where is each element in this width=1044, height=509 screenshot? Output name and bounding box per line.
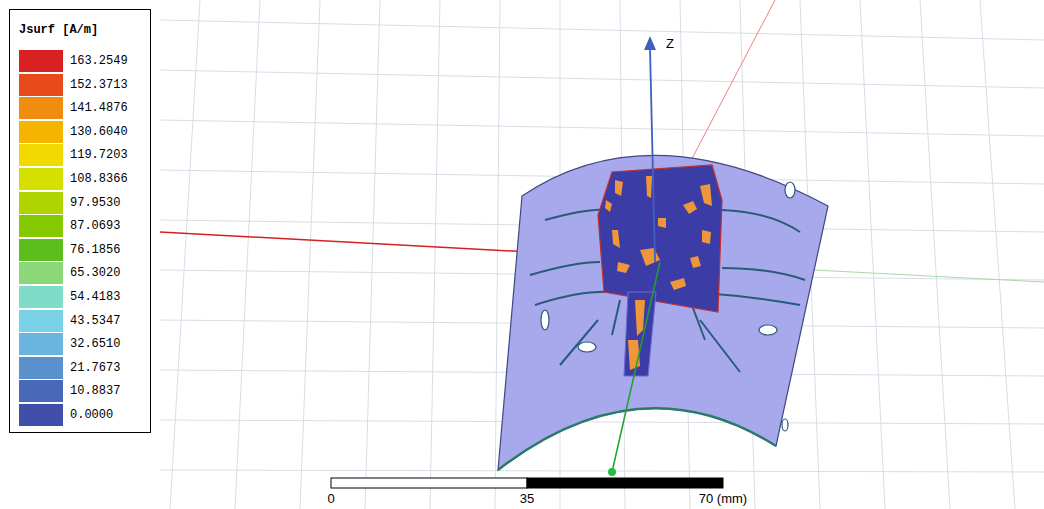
background-grid (160, 0, 1044, 509)
legend-swatch (19, 168, 63, 190)
legend-title: Jsurf [A/m] (19, 23, 98, 37)
radiating-patch (598, 165, 722, 312)
legend-swatch (19, 192, 63, 214)
scale-bar-white (331, 478, 527, 488)
legend-value: 97.9530 (70, 196, 120, 210)
legend-value: 43.5347 (70, 314, 120, 328)
legend-value: 10.8837 (70, 384, 120, 398)
legend-swatch (19, 262, 63, 284)
legend-value: 76.1856 (70, 243, 120, 257)
z-axis (650, 48, 655, 262)
scale-label: 0 (327, 491, 334, 506)
legend-value: 163.2549 (70, 54, 128, 68)
legend-swatch (19, 333, 63, 355)
axis-dot (608, 468, 616, 476)
legend-swatch (19, 404, 63, 426)
legend-value: 54.4183 (70, 290, 120, 304)
legend-swatch (19, 357, 63, 379)
legend-value: 141.4876 (70, 101, 128, 115)
axis-label: Z (666, 36, 674, 51)
legend-value: 130.6040 (70, 125, 128, 139)
legend-swatch (19, 239, 63, 261)
legend-value: 32.6510 (70, 337, 120, 351)
legend-value: 108.8366 (70, 172, 128, 186)
cylinder-rim (498, 408, 776, 470)
legend-swatch (19, 121, 63, 143)
y-axis (612, 262, 660, 472)
legend-swatch (19, 97, 63, 119)
current-hotspots (605, 176, 712, 370)
scale-label: 70 (mm) (699, 491, 747, 506)
legend-value: 87.0693 (70, 219, 120, 233)
scale-label: 35 (520, 491, 534, 506)
feed-line (624, 292, 656, 376)
z-arrowhead (644, 36, 656, 50)
legend-value: 119.7203 (70, 148, 128, 162)
legend-value: 21.7673 (70, 361, 120, 375)
legend-swatch (19, 215, 63, 237)
legend-panel: Jsurf [A/m] 163.2549 152.3713 141.4876 130.6… (9, 9, 151, 433)
legend-value: 152.3713 (70, 78, 128, 92)
legend-swatch (19, 144, 63, 166)
legend-swatch (19, 380, 63, 402)
cylinder-shell (498, 155, 828, 470)
legend-swatch (19, 50, 63, 72)
legend-swatch (19, 74, 63, 96)
legend-value: 65.3020 (70, 266, 120, 280)
legend-swatch (19, 286, 63, 308)
legend-swatch (19, 310, 63, 332)
legend-value: 0.0000 (70, 408, 113, 422)
scale-bar-black (527, 478, 723, 488)
